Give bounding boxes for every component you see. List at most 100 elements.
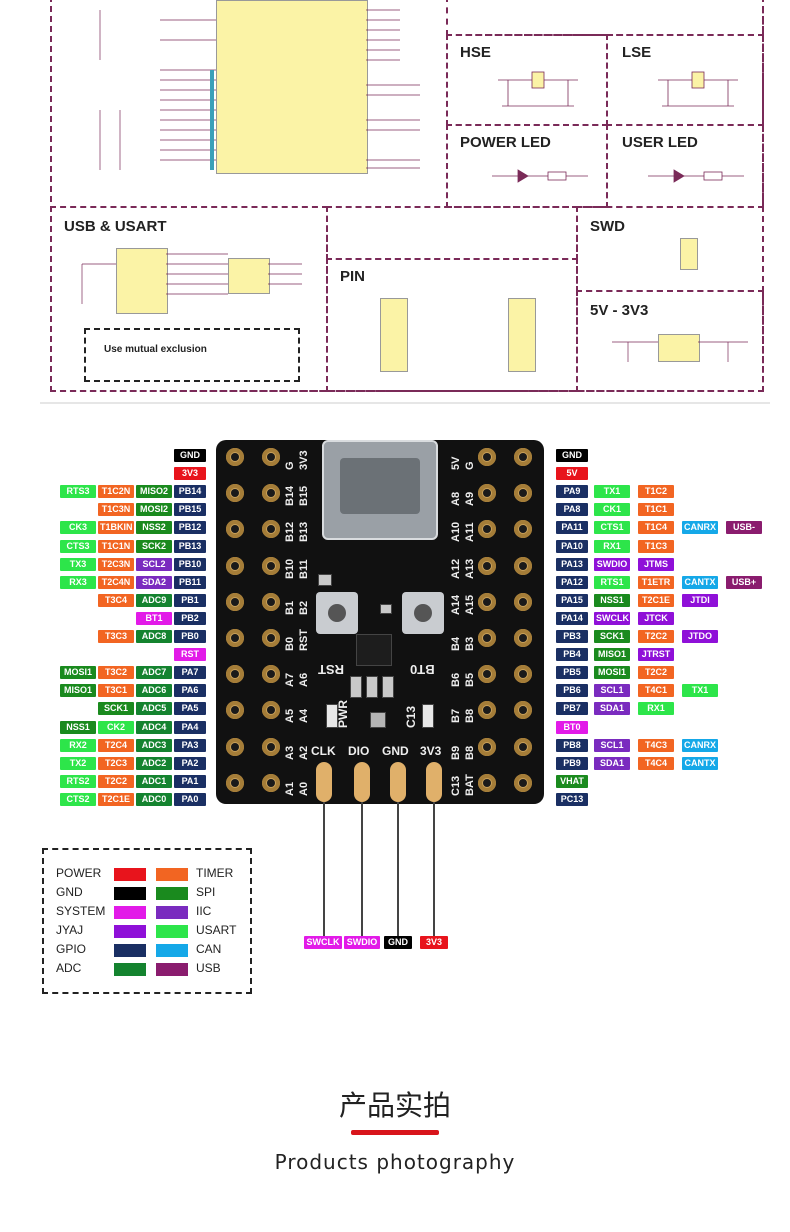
header-hole [478, 629, 496, 647]
function-label: ADC5 [136, 702, 172, 716]
silk-label: B9 [450, 745, 462, 760]
header-hole [478, 737, 496, 756]
swd-wire [323, 802, 325, 936]
pin-label: PA15 [556, 593, 588, 607]
function-label: SDA1 [594, 756, 630, 770]
section-title-cn: 产品实拍 [338, 1089, 451, 1122]
pin-header-left [380, 298, 408, 372]
pin-label: PA2 [174, 756, 206, 770]
legend-swatch [114, 868, 146, 881]
ldo-chip [658, 334, 700, 362]
function-label: NSS2 [136, 521, 172, 535]
function-label: TX2 [60, 756, 96, 770]
function-label: MISO2 [136, 485, 172, 499]
legend-label: GPIO [56, 942, 87, 956]
pin-label: PA1 [174, 774, 206, 788]
panel-title: POWER LED [460, 134, 551, 151]
pin-label: BT0 [556, 720, 588, 734]
function-label: CK2 [98, 720, 134, 734]
silk-dio: DIO [348, 744, 370, 758]
pin-label: PA7 [174, 666, 206, 680]
function-label: ADC6 [136, 684, 172, 698]
silk-label: B6 [450, 673, 462, 688]
function-label: CANRX [682, 521, 718, 535]
pin-label: PA12 [556, 575, 588, 589]
swd-pad-gnd [390, 762, 406, 802]
pin-label: 5V [556, 467, 588, 481]
panel-title: SWD [590, 218, 625, 235]
rst-button [316, 592, 358, 634]
header-hole [514, 773, 532, 792]
pin-label: PB9 [556, 756, 588, 770]
pin-label: PB13 [174, 539, 206, 553]
function-label: SDA1 [594, 702, 630, 716]
pin-label: PA13 [556, 557, 588, 571]
header-hole [478, 773, 496, 792]
silk-label: B12 [284, 522, 296, 543]
pin-label: PB15 [174, 503, 206, 517]
header-hole [478, 556, 496, 575]
section-title-en: Products photography [274, 1150, 516, 1174]
swd-wire [433, 802, 435, 936]
header-hole [226, 592, 244, 611]
function-label: ADC2 [136, 756, 172, 770]
usb-c-connector [322, 440, 438, 540]
header-hole [262, 484, 280, 503]
function-label: RTS3 [60, 485, 96, 499]
silk-label: B7 [450, 709, 462, 724]
function-label: RX2 [60, 738, 96, 752]
function-label: CTS1 [594, 521, 630, 535]
function-label: T4C1 [638, 684, 674, 698]
silk-label: A5 [284, 709, 296, 724]
function-label: NSS1 [594, 593, 630, 607]
legend-swatch [114, 906, 146, 919]
function-label: ADC7 [136, 666, 172, 680]
pin-label: PB6 [556, 684, 588, 698]
legend-label: TIMER [196, 866, 234, 880]
pin-label: PB12 [174, 521, 206, 535]
function-label: T4C4 [638, 756, 674, 770]
function-label: RX1 [594, 539, 630, 553]
legend-label: ADC [56, 961, 82, 975]
pwr-led [326, 704, 338, 728]
pin-label: GND [174, 449, 206, 462]
panel-title: USB & USART [64, 218, 167, 235]
pin-label: PA9 [556, 485, 588, 499]
silk-label: B3 [464, 636, 476, 651]
function-label: CTS2 [60, 792, 96, 806]
title-underline [351, 1130, 439, 1135]
swd-header [680, 238, 698, 270]
silk-label: B15 [298, 486, 310, 507]
user-led-circuit [648, 169, 744, 183]
silk-label: B8 [464, 745, 476, 760]
header-hole [514, 629, 532, 647]
smd-capacitor-2 [370, 712, 386, 728]
pin-label: PB7 [556, 702, 588, 716]
silk-label: B13 [298, 522, 310, 543]
legend-label: USB [196, 961, 221, 975]
pin-label: PB10 [174, 557, 206, 571]
pin-label: PA6 [174, 684, 206, 698]
legend-swatch [156, 906, 188, 919]
silk-label: B2 [298, 600, 310, 615]
legend-swatch [114, 944, 146, 957]
header-hole [226, 737, 244, 756]
function-label: T1C1 [638, 503, 674, 517]
header-hole [226, 701, 244, 720]
header-hole [226, 629, 244, 647]
header-hole [262, 556, 280, 575]
silk-label: B10 [284, 558, 296, 579]
silk-label: A4 [298, 709, 310, 724]
header-hole [262, 520, 280, 539]
function-label: SWDIO [594, 557, 630, 571]
panel-title: HSE [460, 44, 491, 61]
function-label: TX1 [682, 684, 718, 698]
function-label: CANTX [682, 756, 718, 770]
function-label: USB- [726, 521, 762, 535]
function-label: JTMS [638, 557, 674, 571]
pin-label: VHAT [556, 774, 588, 788]
smd-resistor-3 [366, 676, 378, 698]
function-label: JTDO [682, 630, 718, 643]
silk-label: A9 [464, 492, 476, 507]
header-hole [262, 629, 280, 647]
